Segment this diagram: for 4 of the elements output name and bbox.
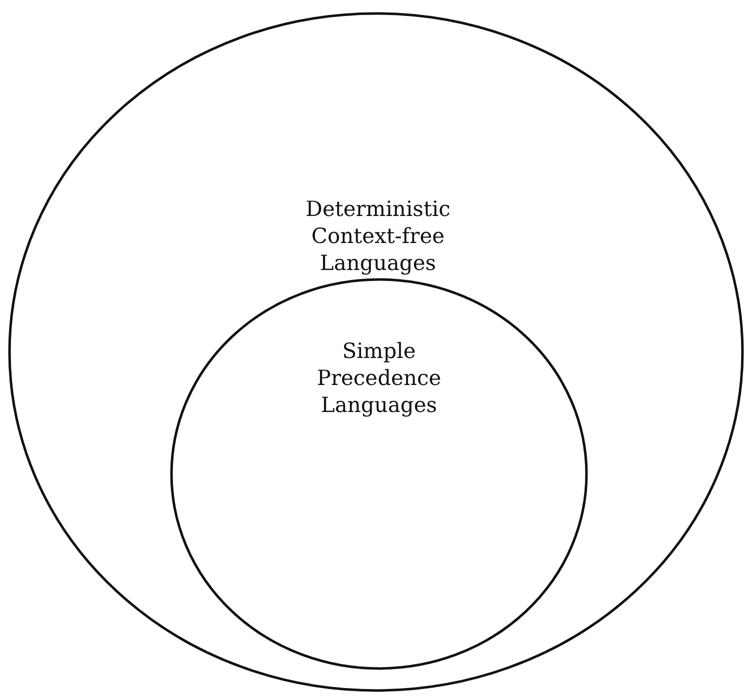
set-label: Simple Precedence Languages <box>316 338 442 419</box>
set-label: Deterministic Context-free Languages <box>304 196 452 277</box>
inner-circle <box>170 278 588 670</box>
outer-circle <box>8 12 744 692</box>
